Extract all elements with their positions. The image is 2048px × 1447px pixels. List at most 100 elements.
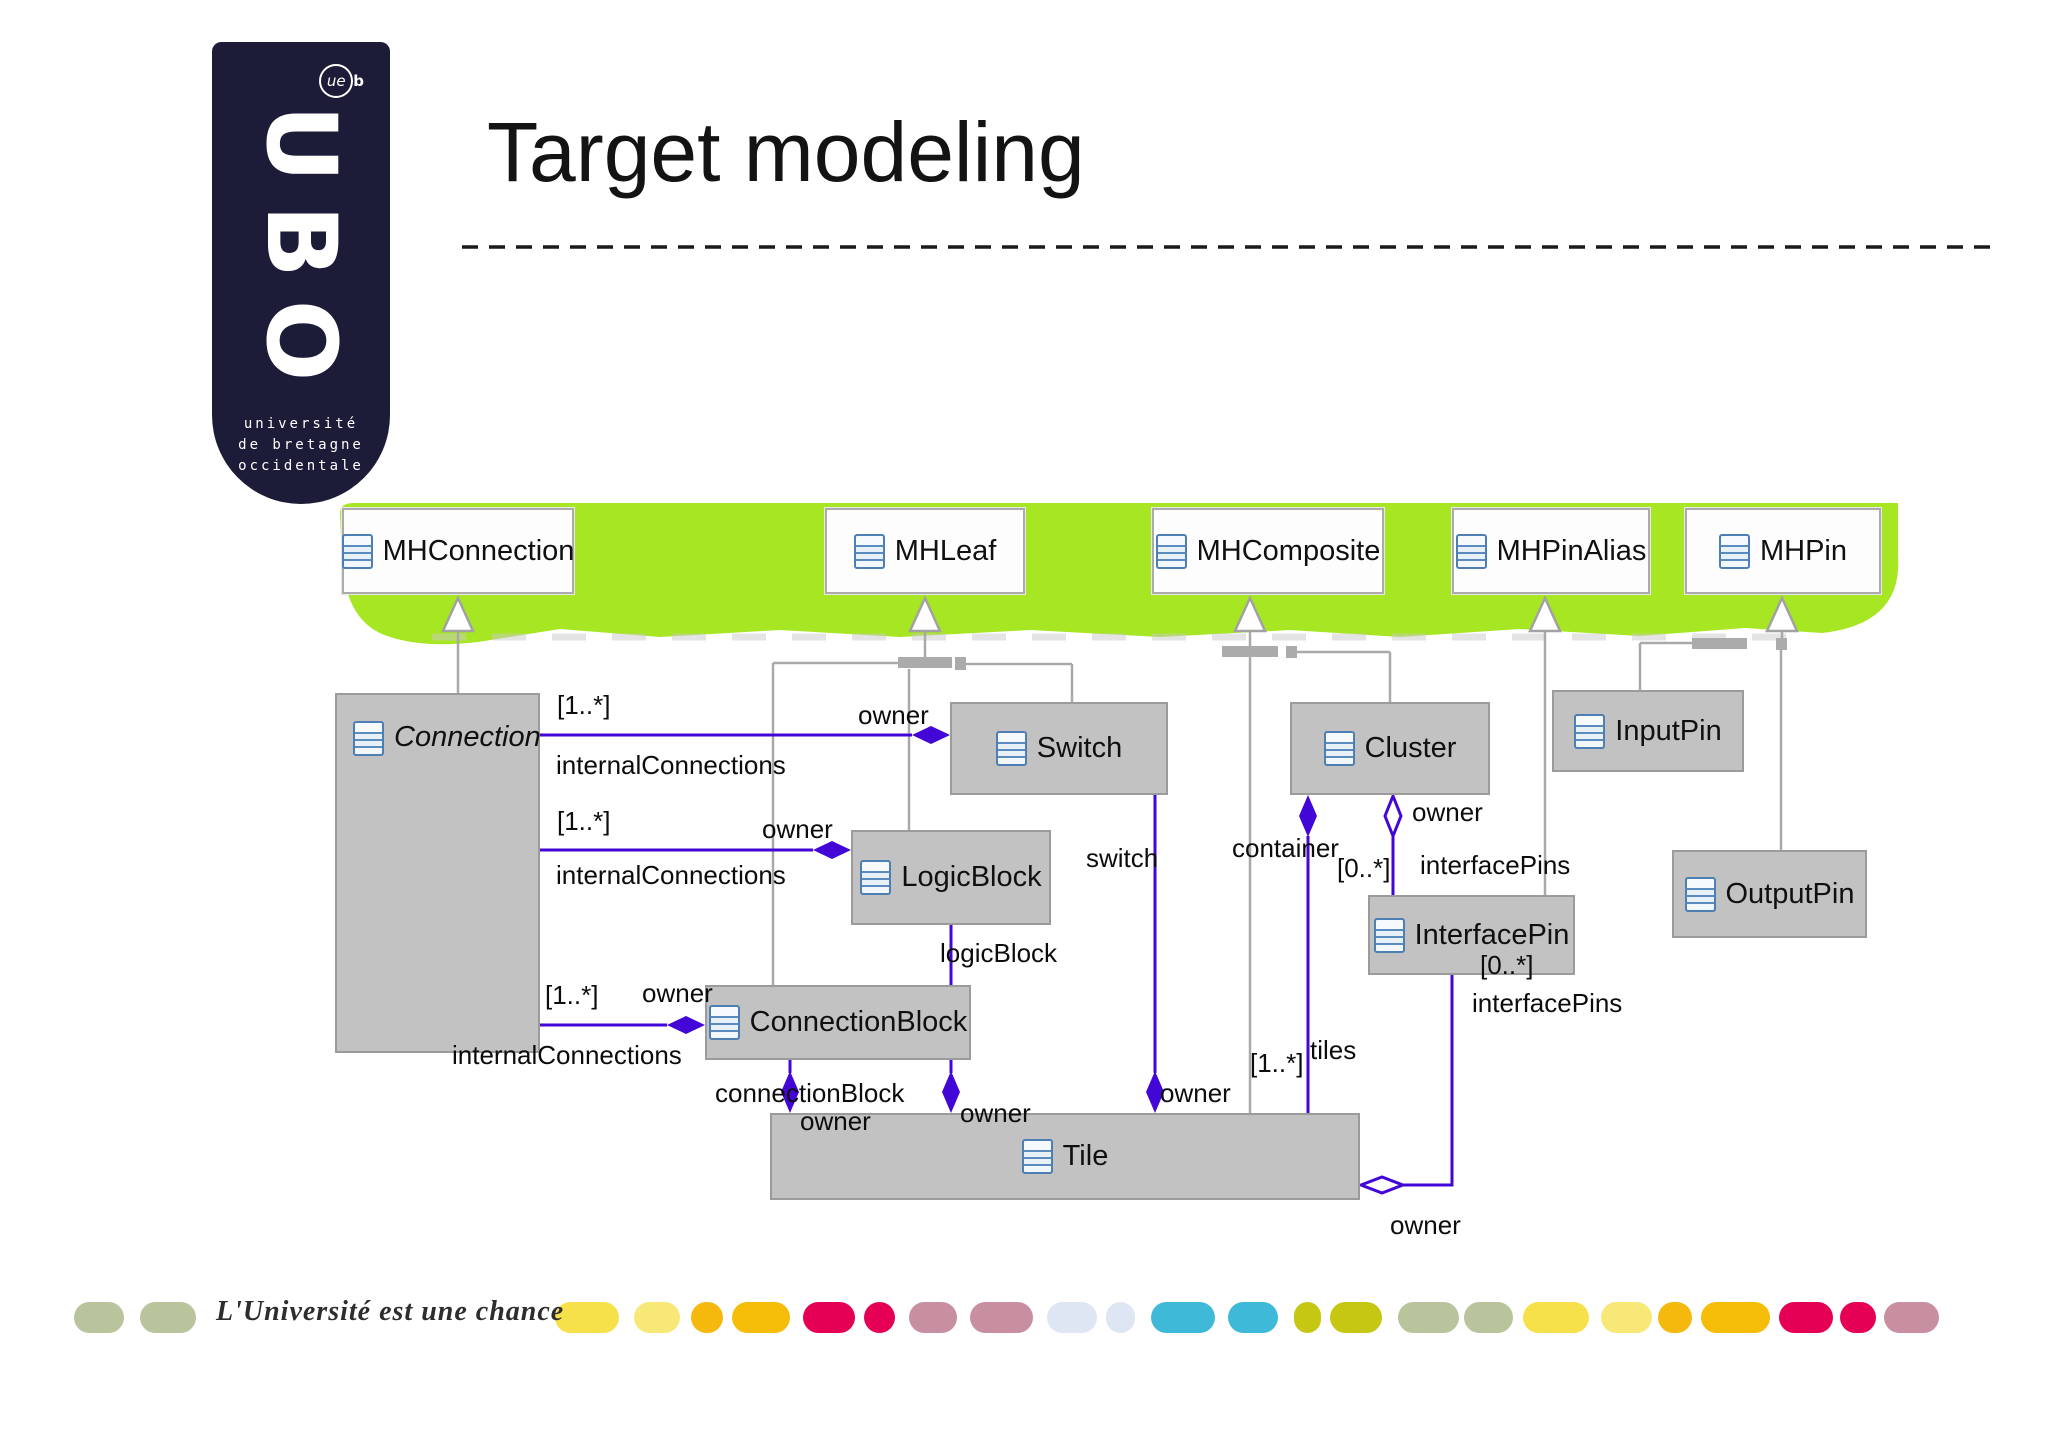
edge-label: switch (1086, 843, 1159, 873)
class-box-mhleaf[interactable]: MHLeaf (825, 508, 1025, 594)
edge-label: [1..*] (545, 980, 599, 1010)
class-box-mhcomposite[interactable]: MHComposite (1152, 508, 1384, 594)
class-box-outputpin[interactable]: OutputPin (1672, 850, 1867, 938)
decorative-pill (1228, 1302, 1278, 1333)
decorative-pill (1884, 1302, 1939, 1333)
class-icon (708, 1005, 740, 1040)
edge-label: [1..*] (557, 690, 611, 720)
edge-label: owner (800, 1106, 871, 1136)
page-title: Target modeling (487, 105, 1085, 199)
class-icon (853, 533, 885, 569)
class-box-mhpin[interactable]: MHPin (1685, 508, 1881, 594)
class-box-mhconnection[interactable]: MHConnection (341, 508, 575, 594)
decorative-pill (1779, 1302, 1833, 1333)
class-name: InterfacePin (1414, 918, 1570, 951)
class-icon (995, 731, 1027, 766)
generalization-arrowheads (441, 594, 1799, 633)
edge-label: owner (858, 700, 929, 730)
decorative-pill (1464, 1302, 1513, 1333)
edge-label: container (1232, 833, 1339, 863)
decorative-pill (1601, 1302, 1652, 1333)
edge-label: owner (960, 1098, 1031, 1128)
class-name: InputPin (1615, 714, 1722, 747)
class-name: MHComposite (1196, 534, 1381, 567)
decorative-pill (140, 1302, 196, 1333)
class-name: MHPin (1759, 534, 1847, 567)
edge-label: owner (762, 814, 833, 844)
decorative-pill (1701, 1302, 1770, 1333)
class-icon (860, 860, 892, 895)
class-box-connection[interactable]: Connection (335, 693, 541, 1053)
ubo-acronym: UBO (245, 104, 357, 404)
class-icon (341, 533, 373, 569)
filled-diamonds (667, 726, 1317, 1113)
junction-bars (898, 638, 1787, 670)
class-box-logicblock[interactable]: LogicBlock (851, 830, 1051, 925)
class-icon (1455, 533, 1487, 569)
decorative-pill (1330, 1302, 1382, 1333)
class-box-cluster[interactable]: Cluster (1290, 702, 1490, 795)
decorative-pill (634, 1302, 680, 1333)
class-icon (1574, 713, 1606, 749)
class-icon (1373, 917, 1405, 953)
decorative-pill (909, 1302, 957, 1333)
class-box-inputpin[interactable]: InputPin (1552, 690, 1744, 772)
class-name: Connection (394, 721, 541, 753)
decorative-pill (555, 1302, 619, 1333)
edge-label: owner (1160, 1078, 1231, 1108)
class-icon (1684, 876, 1716, 912)
edge-label: internalConnections (452, 1040, 682, 1070)
footer-slogan: L'Université est une chance (216, 1296, 565, 1327)
generalization-edges (456, 631, 1784, 1113)
decorative-pill (691, 1302, 723, 1333)
university-name: université de bretagne occidentale (238, 416, 364, 474)
class-name: Tile (1062, 1140, 1109, 1172)
decorative-pill (1151, 1302, 1215, 1333)
class-box-interfacepin[interactable]: InterfacePin (1368, 895, 1575, 975)
class-icon (1718, 533, 1750, 569)
decorative-pill (1398, 1302, 1459, 1333)
hollow-diamonds (1356, 791, 1408, 1195)
decorative-pill (74, 1302, 124, 1333)
edge-label: internalConnections (556, 860, 786, 890)
edge-label: internalConnections (556, 750, 786, 780)
decorative-pill (864, 1302, 895, 1333)
decorative-pill (1658, 1302, 1692, 1333)
edge-label: interfacePins (1420, 850, 1571, 880)
edge-label: [0..*] (1337, 853, 1391, 883)
edge-label: owner (1390, 1210, 1461, 1240)
class-name: MHLeaf (894, 534, 997, 567)
edge-label: tiles (1310, 1035, 1357, 1065)
association-edges (540, 733, 1454, 1187)
class-box-connectionblock[interactable]: ConnectionBlock (705, 985, 971, 1060)
decorative-pill (1840, 1302, 1876, 1333)
decorative-pill (1294, 1302, 1321, 1333)
class-name: Switch (1036, 732, 1123, 764)
class-name: MHPinAlias (1496, 534, 1647, 567)
class-icon (1021, 1139, 1053, 1174)
decorative-pill (970, 1302, 1033, 1333)
edge-label: [0..*] (1480, 950, 1534, 980)
edge-label: owner (642, 978, 713, 1008)
decorative-pill (1106, 1302, 1135, 1333)
decorative-pill (1523, 1302, 1589, 1333)
class-name: OutputPin (1725, 877, 1855, 910)
edge-label: [1..*] (557, 806, 611, 836)
class-icon (1323, 731, 1355, 766)
decorative-pill (732, 1302, 790, 1333)
decorative-pill (1047, 1302, 1097, 1333)
edge-label: connectionBlock (715, 1078, 905, 1108)
edge-label: interfacePins (1472, 988, 1623, 1018)
class-icon (353, 721, 384, 756)
class-box-switch[interactable]: Switch (950, 702, 1168, 795)
class-name: MHConnection (382, 534, 575, 567)
class-box-mhpinalias[interactable]: MHPinAlias (1452, 508, 1650, 594)
edge-label: logicBlock (940, 938, 1058, 968)
class-box-tile[interactable]: Tile (770, 1113, 1360, 1200)
class-name: ConnectionBlock (749, 1006, 968, 1038)
decorative-pill (803, 1302, 855, 1333)
edge-label: owner (1412, 797, 1483, 827)
